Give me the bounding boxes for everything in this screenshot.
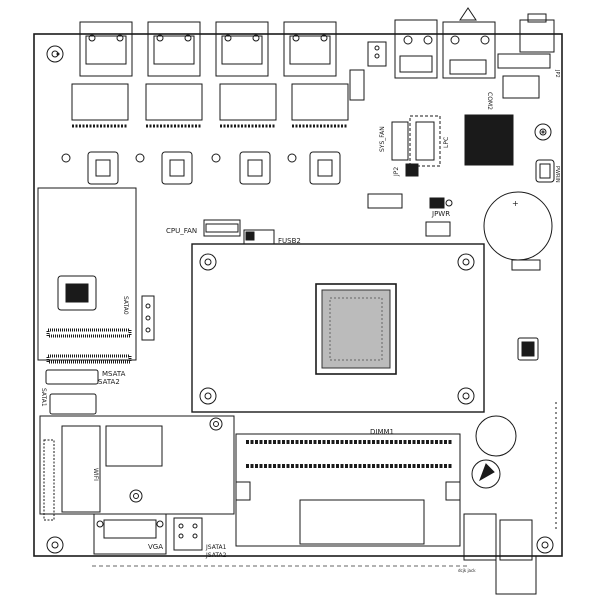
lan-port-2 — [147, 21, 201, 77]
sata0-connector — [141, 295, 155, 341]
fusb2-header — [243, 229, 275, 245]
label-dc-jack: dcjk jack — [458, 568, 476, 573]
vga-connector — [93, 513, 167, 555]
lan-controller-1 — [87, 151, 119, 185]
label-lpc: LPC — [443, 137, 450, 148]
label-jpwr: JPWR — [431, 210, 450, 218]
lan-port-5 — [394, 19, 438, 79]
pwrin-connector — [535, 159, 555, 183]
label-jp2-top: JP2 — [554, 69, 560, 78]
label-wifi: WIFI — [92, 468, 99, 481]
jsata-header — [173, 517, 203, 551]
cmos-battery — [483, 191, 553, 271]
msata-slot — [37, 187, 137, 364]
mounting-hole-top-right — [534, 123, 552, 141]
sys-fan-connector — [391, 121, 409, 161]
lan-controller-4 — [309, 151, 341, 185]
label-jsata2: JSATA2 — [205, 552, 227, 559]
mounting-hole-bottom-left — [46, 536, 64, 554]
usb-port-top — [442, 7, 496, 79]
lan-controller-2 — [161, 151, 193, 185]
left-jumper-gear — [56, 52, 60, 56]
jp2-top-header — [367, 41, 387, 67]
lan-transformer-1 — [71, 83, 129, 121]
com2-header — [497, 53, 551, 99]
label-block — [367, 193, 403, 209]
label-cpu-fan: CPU_FAN — [166, 227, 197, 235]
label-sata0: SATA0 — [122, 296, 129, 315]
label-jsata1: JSATA1 — [205, 544, 227, 551]
mounting-hole-top-left — [46, 45, 64, 63]
buzzer — [475, 415, 517, 457]
wifi-slot — [39, 415, 235, 521]
label-jp2: JP2 — [393, 167, 400, 177]
lan-controller-3 — [239, 151, 271, 185]
label-com2: COM2 — [486, 92, 493, 110]
label-msata: MSATA — [102, 370, 126, 378]
dc-jack-bottom — [463, 513, 537, 595]
label-sys-fan: SYS_FAN — [379, 126, 386, 152]
label-battery-plus: + — [512, 199, 519, 208]
board-outline — [33, 33, 563, 557]
lan-port-3 — [215, 21, 269, 77]
cpu-heatsink-area — [191, 243, 485, 413]
sata2-connector — [45, 369, 99, 385]
mounting-hole-bottom-right — [536, 536, 554, 554]
logo-mark — [471, 459, 501, 489]
cpu-bga-chip — [315, 283, 397, 375]
pin-header-small — [349, 69, 365, 101]
lan-transformer-4 — [291, 83, 349, 121]
jp2-header — [405, 163, 419, 177]
label-sata1: SATA1 — [40, 388, 47, 407]
lan-transformer-2 — [145, 83, 203, 121]
top-right-jumper — [541, 130, 545, 134]
label-dimm1: DIMM1 — [370, 428, 394, 436]
dimm1-slot — [235, 433, 461, 547]
lan-port-4 — [283, 21, 337, 77]
super-io-chip — [464, 114, 514, 166]
lpc-header — [409, 115, 441, 167]
label-pwrin: PWRIN — [554, 166, 560, 183]
label-vga: VGA — [148, 543, 163, 551]
small-ic — [425, 221, 451, 237]
jpwr-header — [429, 197, 453, 209]
label-fusb2: FUSB2 — [278, 237, 301, 245]
lan-transformer-3 — [219, 83, 277, 121]
small-chip-right — [517, 337, 539, 361]
label-sata2: SATA2 — [98, 378, 120, 386]
dc-power-top — [519, 13, 555, 53]
cpu-fan-connector — [203, 219, 241, 237]
sata1-connector — [49, 393, 97, 415]
lan-port-1 — [79, 21, 133, 77]
